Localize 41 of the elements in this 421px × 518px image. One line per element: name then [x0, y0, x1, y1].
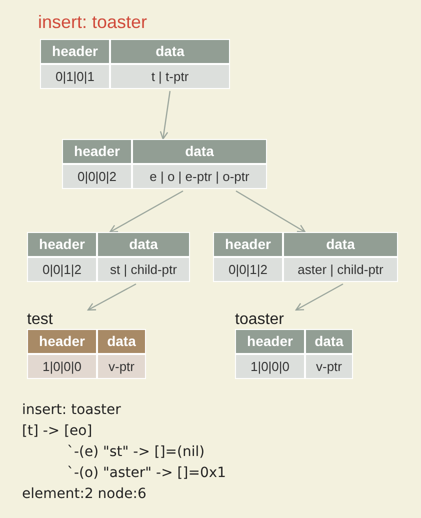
column-header: data: [284, 233, 397, 256]
table-cell: t | t-ptr: [111, 65, 229, 88]
table-heading: toaster: [235, 310, 285, 329]
column-header: data: [98, 330, 145, 353]
table-cell: 1|0|0|0: [236, 355, 304, 378]
table-cell: v-ptr: [98, 355, 145, 378]
column-header: data: [111, 40, 229, 63]
arrow: [236, 190, 306, 233]
table-heading: test: [27, 310, 54, 329]
table-cell: st | child-ptr: [98, 258, 189, 281]
diagram-title: insert: toaster: [38, 12, 148, 33]
column-header: header: [41, 40, 109, 63]
column-header: header: [214, 233, 282, 256]
column-header: data: [133, 140, 266, 163]
table-cell: v-ptr: [306, 355, 352, 378]
arrow: [87, 283, 136, 311]
column-header: data: [306, 330, 352, 353]
code-line: `-(e) "st" -> []=(nil): [67, 444, 205, 460]
table-cell: 0|0|1|2: [28, 258, 96, 281]
column-header: data: [98, 233, 189, 256]
code-line: insert: toaster: [22, 402, 121, 418]
arrow: [160, 90, 171, 140]
table-cell: aster | child-ptr: [284, 258, 397, 281]
data-table: [62, 139, 267, 189]
column-header: header: [63, 140, 131, 163]
column-header: header: [28, 330, 96, 353]
table-cell: 1|0|0|0: [28, 355, 96, 378]
table-cell: 0|1|0|1: [41, 65, 109, 88]
table-cell: 0|0|1|2: [214, 258, 282, 281]
arrow: [109, 190, 184, 233]
data-table: [27, 232, 190, 282]
data-table: [40, 39, 230, 89]
code-line: element:2 node:6: [22, 486, 146, 502]
column-header: header: [236, 330, 304, 353]
data-table: [213, 232, 398, 282]
table-cell: e | o | e-ptr | o-ptr: [133, 165, 266, 188]
code-line: [t] -> [eo]: [22, 423, 92, 439]
table-cell: 0|0|0|2: [63, 165, 131, 188]
code-line: `-(o) "aster" -> []=0x1: [67, 465, 226, 481]
column-header: header: [28, 233, 96, 256]
arrow: [295, 283, 344, 311]
